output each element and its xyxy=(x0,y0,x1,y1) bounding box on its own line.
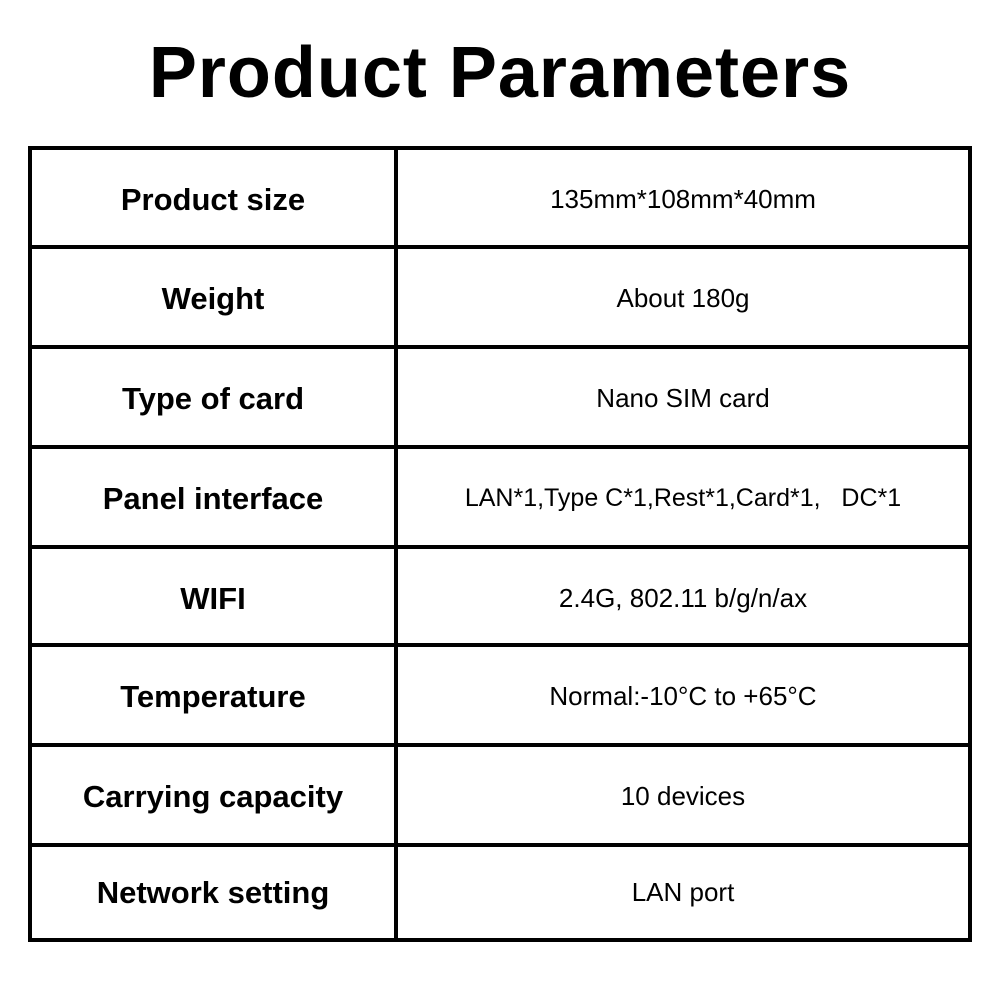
row-label: Weight xyxy=(161,280,265,316)
row-value: 135mm*108mm*40mm xyxy=(550,184,816,214)
row-divider xyxy=(32,545,968,549)
row-label: WIFI xyxy=(180,580,246,616)
table-row: Type of card Nano SIM card xyxy=(32,349,968,448)
table-row: Network setting LAN port xyxy=(32,847,968,938)
row-divider xyxy=(32,245,968,249)
row-value: 10 devices xyxy=(620,781,746,811)
table-row: Product size 135mm*108mm*40mm xyxy=(32,150,968,249)
column-divider xyxy=(394,150,398,938)
table-row: WIFI 2.4G, 802.11 b/g/n/ax xyxy=(32,549,968,648)
row-label: Type of card xyxy=(121,380,305,416)
row-value: About 180g xyxy=(616,283,750,313)
row-value: 2.4G, 802.11 b/g/n/ax xyxy=(558,583,808,613)
table-row: Weight About 180g xyxy=(32,249,968,348)
row-divider xyxy=(32,843,968,847)
row-label: Product size xyxy=(120,181,306,217)
row-label: Carrying capacity xyxy=(82,778,344,814)
row-label: Network setting xyxy=(96,874,330,910)
table-row: Panel interface LAN*1,Type C*1,Rest*1,Ca… xyxy=(32,449,968,548)
row-value: LAN*1,Type C*1,Rest*1,Card*1, DC*1 xyxy=(464,484,902,512)
row-value: Nano SIM card xyxy=(596,383,770,413)
table-row: Carrying capacity 10 devices xyxy=(32,747,968,846)
row-value: Normal:-10°C to +65°C xyxy=(549,681,817,711)
page-title: Product Parameters xyxy=(148,33,852,113)
row-divider xyxy=(32,445,968,449)
row-label: Panel interface xyxy=(102,480,324,516)
row-divider xyxy=(32,643,968,647)
row-divider xyxy=(32,345,968,349)
row-value: LAN port xyxy=(631,877,735,907)
parameters-table: Product size 135mm*108mm*40mm Weight Abo… xyxy=(28,146,972,942)
table-row: Temperature Normal:-10°C to +65°C xyxy=(32,647,968,746)
row-divider xyxy=(32,743,968,747)
row-label: Temperature xyxy=(120,678,306,714)
